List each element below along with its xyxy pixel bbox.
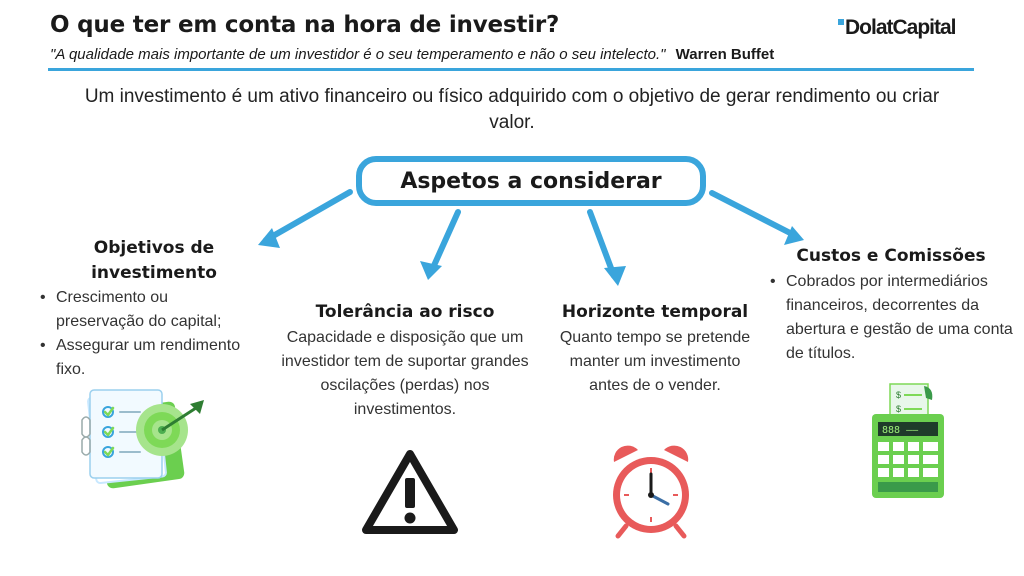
body-tolerancia: Capacidade e disposição que um investido…	[281, 329, 529, 418]
brand-logo: DolatCapital	[838, 16, 957, 40]
checklist-target-icon	[81, 389, 204, 489]
list-custos: Cobrados por intermediários financeiros,…	[766, 270, 1016, 366]
svg-text:$: $	[896, 390, 901, 400]
list-item: Crescimento ou preservação do capital;	[36, 286, 258, 334]
intro-text: Um investimento é um ativo financeiro ou…	[84, 86, 940, 133]
quote-text: "A qualidade mais importante de um inves…	[50, 46, 666, 63]
heading-tolerancia: Tolerância ao risco	[315, 302, 495, 322]
arrow-to-horizonte	[587, 209, 617, 279]
aspects-center-box: Aspetos a considerar	[356, 156, 706, 206]
quote-author: Warren Buffet	[675, 46, 775, 63]
header-divider	[48, 68, 974, 71]
logo-mark-icon	[838, 19, 844, 25]
svg-text:$: $	[896, 404, 901, 414]
cash-register-icon: $ $ 888 ——	[872, 383, 944, 498]
heading-objetivos-line2: investimento	[91, 263, 217, 283]
calculator-display-text: 888 ——	[882, 425, 919, 436]
quote-row: "A qualidade mais importante de um inves…	[50, 46, 774, 63]
alarm-clock-icon	[613, 445, 689, 539]
list-item: Assegurar um rendimento fixo.	[36, 334, 258, 382]
arrowhead-objetivos	[258, 228, 280, 248]
heading-horizonte: Horizonte temporal	[561, 302, 749, 322]
arrow-to-tolerancia	[429, 209, 461, 273]
page-title: O que ter em conta na hora de investir?	[50, 12, 560, 38]
warning-triangle-icon	[362, 450, 458, 534]
arrow-to-objetivos	[263, 189, 353, 243]
heading-objetivos-line1: Objetivos de	[93, 238, 215, 258]
arrowhead-tolerancia	[420, 261, 442, 280]
heading-custos: Custos e Comissões	[796, 246, 986, 266]
center-label: Aspetos a considerar	[400, 168, 662, 194]
list-item: Cobrados por intermediários financeiros,…	[766, 270, 1016, 366]
body-horizonte: Quanto tempo se pretende manter um inves…	[559, 329, 751, 394]
arrowhead-horizonte	[604, 266, 626, 286]
logo-text: DolatCapital	[845, 16, 957, 39]
arrowhead-custos	[784, 226, 804, 245]
arrow-to-custos	[709, 190, 799, 239]
list-objetivos: Crescimento ou preservação do capital; A…	[36, 286, 258, 382]
heading-objetivos: Objetivos de investimento	[70, 236, 238, 286]
